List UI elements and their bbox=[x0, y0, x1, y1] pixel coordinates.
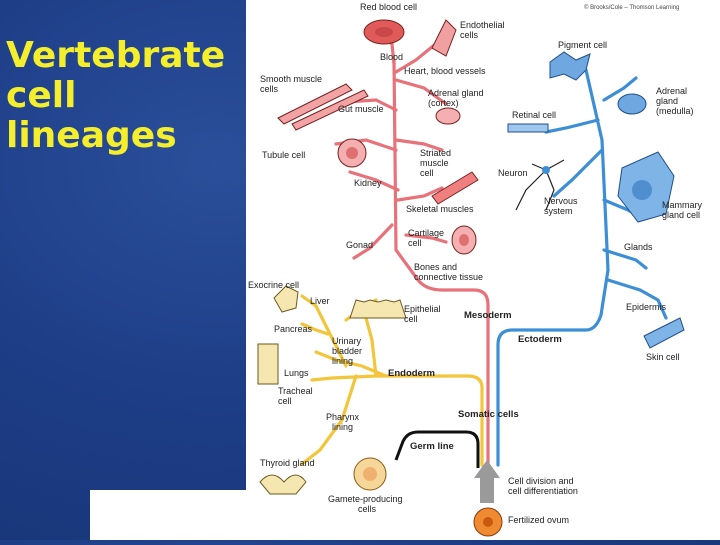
label-ectoderm: Ectoderm bbox=[518, 334, 562, 345]
label-gamete-1: Gamete-producing bbox=[328, 494, 403, 504]
neuron-body bbox=[542, 166, 550, 174]
label-exocrine: Exocrine cell bbox=[248, 280, 299, 290]
label-red-blood-cell: Red blood cell bbox=[360, 2, 417, 12]
striated-muscle-icon bbox=[431, 171, 479, 205]
lineage-diagram: © Brooks/Cole – Thomson Learning bbox=[248, 2, 702, 537]
red-blood-cell-center bbox=[375, 27, 393, 37]
label-ovum: Fertilized ovum bbox=[508, 515, 569, 525]
white-strip bbox=[90, 490, 246, 540]
label-mammary-2: gland cell bbox=[662, 210, 700, 220]
label-adrenal-cortex-2: (cortex) bbox=[428, 98, 459, 108]
label-somatic: Somatic cells bbox=[458, 409, 519, 420]
label-liver: Liver bbox=[310, 296, 330, 306]
label-division-1: Cell division and bbox=[508, 476, 574, 486]
label-urinary-3: lining bbox=[332, 356, 353, 366]
smooth-muscle-icon bbox=[277, 83, 369, 131]
label-pancreas: Pancreas bbox=[274, 324, 313, 334]
thyroid-gland-icon bbox=[259, 474, 307, 495]
title-line-2: cell bbox=[6, 75, 77, 116]
label-mammary-1: Mammary bbox=[662, 200, 702, 210]
label-gamete-2: cells bbox=[358, 504, 377, 514]
slide-title: Vertebrate cell lineages bbox=[6, 36, 236, 156]
label-adrenal-medulla-3: (medulla) bbox=[656, 106, 694, 116]
label-adrenal-medulla-2: gland bbox=[656, 96, 678, 106]
label-lungs: Lungs bbox=[284, 368, 309, 378]
label-mesoderm: Mesoderm bbox=[464, 310, 512, 321]
title-line-3: lineages bbox=[6, 115, 177, 156]
mammary-nucleus bbox=[632, 180, 652, 200]
label-smooth-muscle-1: Smooth muscle bbox=[260, 74, 322, 84]
skin-cell-icon bbox=[643, 317, 685, 349]
label-tracheal-1: Tracheal bbox=[278, 386, 313, 396]
label-smooth-muscle-2: cells bbox=[260, 84, 279, 94]
gamete-cell-nucleus bbox=[363, 467, 377, 481]
tracheal-cell-icon bbox=[257, 343, 279, 385]
label-epithelial-1: Epithelial bbox=[404, 304, 441, 314]
differentiation-arrow-head bbox=[474, 460, 500, 478]
retinal-cell-icon bbox=[507, 123, 549, 133]
label-endoderm: Endoderm bbox=[388, 368, 435, 379]
label-tracheal-2: cell bbox=[278, 396, 292, 406]
tubule-cell-nucleus bbox=[346, 147, 358, 159]
germ-line-path bbox=[394, 430, 480, 468]
label-nervous-1: Nervous bbox=[544, 196, 578, 206]
title-line-1: Vertebrate bbox=[6, 35, 226, 76]
label-pharynx-1: Pharynx bbox=[326, 412, 360, 422]
label-retinal: Retinal cell bbox=[512, 110, 556, 120]
label-kidney: Kidney bbox=[354, 178, 382, 188]
differentiation-arrow-shaft bbox=[480, 475, 494, 503]
label-epidermis: Epidermis bbox=[626, 302, 667, 312]
label-glands: Glands bbox=[624, 242, 653, 252]
cell-lineage-figure: © Brooks/Cole – Thomson Learning bbox=[246, 0, 720, 540]
label-heart-vessels: Heart, blood vessels bbox=[404, 66, 486, 76]
label-striated-3: cell bbox=[420, 168, 434, 178]
endoderm-tree bbox=[300, 294, 484, 467]
adrenal-cortex-icon bbox=[435, 107, 461, 125]
epithelial-cell-icon bbox=[349, 299, 407, 319]
mesoderm-tree bbox=[334, 28, 490, 467]
label-urinary-1: Urinary bbox=[332, 336, 362, 346]
label-division-2: cell differentiation bbox=[508, 486, 578, 496]
label-endothelial-2: cells bbox=[460, 30, 479, 40]
label-endothelial-1: Endothelial bbox=[460, 20, 505, 30]
label-adrenal-cortex-1: Adrenal gland bbox=[428, 88, 484, 98]
label-neuron: Neuron bbox=[498, 168, 528, 178]
label-blood: Blood bbox=[380, 52, 403, 62]
label-striated-1: Striated bbox=[420, 148, 451, 158]
label-cartilage-2: cell bbox=[408, 238, 422, 248]
label-thyroid: Thyroid gland bbox=[260, 458, 315, 468]
label-germ-line: Germ line bbox=[410, 441, 454, 452]
label-pharynx-2: lining bbox=[332, 422, 353, 432]
cartilage-cell-nucleus bbox=[459, 234, 469, 246]
label-pigment: Pigment cell bbox=[558, 40, 607, 50]
label-bones-1: Bones and bbox=[414, 262, 457, 272]
adrenal-medulla-icon bbox=[617, 93, 647, 115]
label-tubule-cell: Tubule cell bbox=[262, 150, 305, 160]
label-striated-2: muscle bbox=[420, 158, 449, 168]
label-skin: Skin cell bbox=[646, 352, 680, 362]
label-adrenal-medulla-1: Adrenal bbox=[656, 86, 687, 96]
ectoderm-tree bbox=[496, 68, 668, 467]
exocrine-cell-icon bbox=[273, 285, 299, 313]
ovum-nucleus bbox=[483, 517, 493, 527]
endothelial-cell-icon bbox=[431, 19, 457, 57]
label-gut-muscle: Gut muscle bbox=[338, 104, 384, 114]
label-cartilage-1: Cartilage bbox=[408, 228, 444, 238]
label-bones-2: connective tissue bbox=[414, 272, 483, 282]
label-epithelial-2: cell bbox=[404, 314, 418, 324]
figure-credit: © Brooks/Cole – Thomson Learning bbox=[584, 4, 679, 11]
pigment-cell-icon bbox=[549, 51, 591, 81]
label-skeletal: Skeletal muscles bbox=[406, 204, 474, 214]
label-nervous-2: system bbox=[544, 206, 573, 216]
label-gonad: Gonad bbox=[346, 240, 373, 250]
label-urinary-2: bladder bbox=[332, 346, 362, 356]
